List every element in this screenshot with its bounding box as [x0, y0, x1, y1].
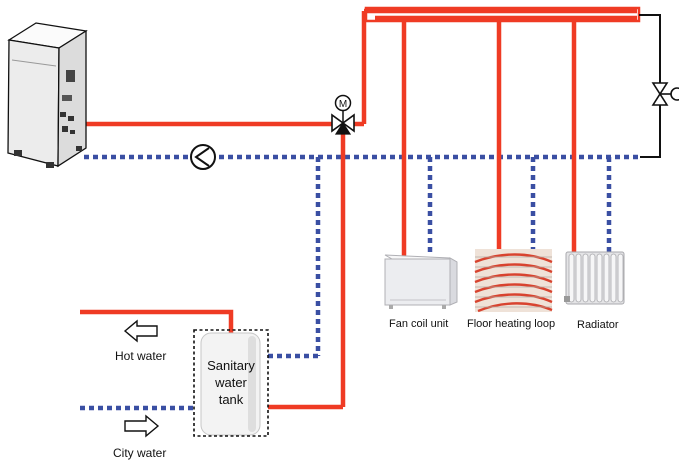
sanitary-tank-icon [193, 329, 269, 437]
hot-water-arrow-icon [123, 319, 158, 343]
radiator-icon [564, 251, 625, 305]
city-water-label: City water [113, 446, 167, 460]
motorized-valve-icon: M [331, 94, 355, 135]
valve-letter: M [339, 99, 347, 110]
tank-label-line3: tank [218, 392, 244, 407]
radiator-label: Radiator [577, 319, 619, 331]
heat-pump-unit-icon [7, 22, 88, 168]
return-pipes [80, 154, 640, 411]
tank-label: Sanitary water tank [196, 357, 266, 408]
tank-label-line1: Sanitary [207, 358, 255, 373]
supply-pipes [80, 8, 637, 410]
hot-water-pipe [80, 309, 234, 333]
circulation-pump-icon [190, 144, 216, 170]
floor-heating-loop-label: Floor heating loop [467, 318, 556, 330]
city-water-arrow-icon [124, 414, 160, 438]
fan-coil-unit-label: Fan coil unit [389, 318, 449, 330]
fan-coil-unit-icon [384, 254, 458, 309]
hot-water-label: Hot water [115, 349, 167, 363]
bypass-valve-icon [651, 82, 679, 106]
tank-label-line2: water [215, 375, 247, 390]
floor-heating-icon [474, 249, 553, 313]
